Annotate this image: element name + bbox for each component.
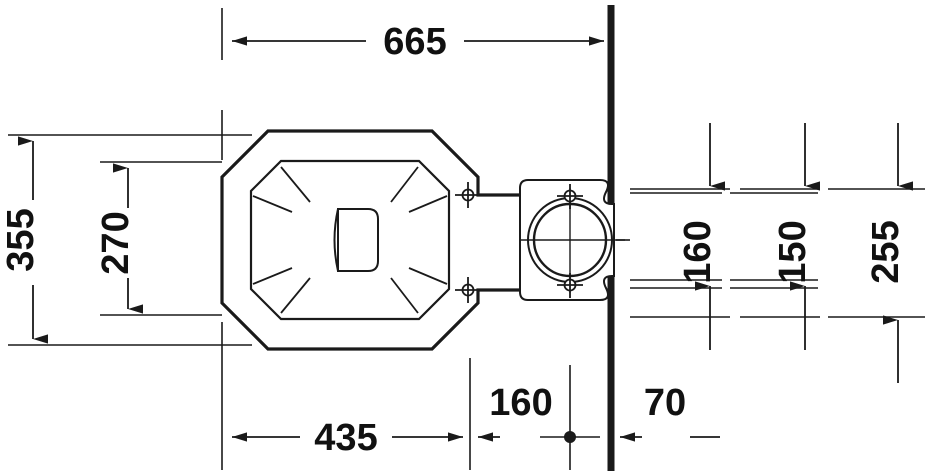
- bowl-centre-marks: [8, 110, 252, 372]
- rim-corner-hatch-lines: [252, 166, 448, 314]
- dimension-label-270: 270: [95, 211, 137, 274]
- dimension-label-160-right: 160: [677, 220, 719, 283]
- dimension-label-355: 355: [0, 208, 42, 271]
- dimension-label-160-bottom: 160: [489, 382, 552, 424]
- dimension-label-665: 665: [383, 21, 446, 63]
- dimension-label-255-right: 255: [865, 220, 907, 283]
- dimension-665: [221, 8, 604, 60]
- dimension-label-150-right: 150: [772, 220, 814, 283]
- dimension-label-70: 70: [644, 382, 686, 424]
- drain-opening: [333, 208, 379, 272]
- dimension-label-435: 435: [314, 417, 377, 459]
- outlet-fixing-crosshair: [557, 184, 583, 298]
- fixing-hole-crosshair: [455, 182, 481, 303]
- dimension-160-bottom: [478, 431, 576, 443]
